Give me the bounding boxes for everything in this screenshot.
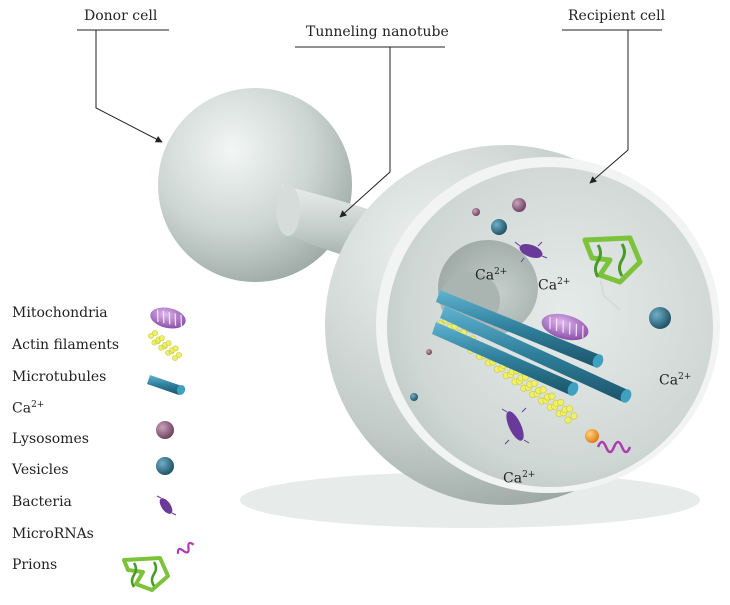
mitochondria-crista: [162, 310, 165, 324]
bacterium: [514, 241, 548, 263]
recipient-callout-arrow: [589, 30, 629, 184]
nanotube-callout-arrow: [339, 47, 391, 218]
actin-bead: [152, 330, 158, 336]
mitochondria-crista: [180, 314, 183, 328]
calcium-label: Ca2+: [659, 372, 692, 389]
calcium-label: Ca2+: [538, 277, 571, 294]
actin-bead: [158, 335, 165, 342]
actin-bead: [570, 412, 578, 420]
donor-callout-arrow: [95, 30, 163, 143]
mitochondria-crista: [562, 320, 564, 333]
legend-label-microtubules: Microtubules: [12, 369, 107, 385]
lysosome: [512, 198, 526, 212]
mitochondria-crista: [156, 309, 159, 323]
vesicle: [410, 393, 418, 401]
microtubule-icon: [147, 375, 186, 395]
prion-icon: [122, 556, 170, 592]
actin-bead: [172, 355, 178, 361]
recipient-cell-label: Recipient cell: [568, 8, 666, 24]
actin-bead: [172, 345, 179, 352]
mitochondria-crista: [555, 318, 558, 331]
mitochondria-crista: [582, 325, 584, 338]
actin-bead: [148, 333, 154, 339]
microrna: [596, 440, 632, 454]
nanotube-end: [276, 184, 300, 236]
legend-label-lysosomes: Lysosomes: [12, 431, 89, 447]
actin-bead: [165, 340, 172, 347]
donor-cell: [158, 88, 352, 282]
legend-label-micrornas: MicroRNAs: [12, 526, 94, 542]
mitochondria: [541, 313, 589, 341]
donor-cell-label: Donor cell: [84, 8, 158, 24]
bacterium: [501, 407, 530, 445]
legend-label-actin-filaments: Actin filaments: [12, 337, 120, 353]
vesicle: [491, 219, 507, 235]
calcium-label: Ca2+: [503, 470, 536, 487]
vesicle-icon: [156, 457, 174, 475]
actin-filaments-icon: [148, 330, 182, 361]
legend-label-vesicles: Vesicles: [12, 462, 69, 478]
actin-bead: [564, 416, 572, 424]
mitochondria-icon: [150, 307, 186, 329]
actin-bead: [176, 352, 182, 358]
mitochondria-crista: [549, 316, 551, 330]
legend-label-bacteria: Bacteria: [12, 494, 72, 510]
prion: [582, 235, 643, 311]
actin-bead: [548, 392, 556, 400]
actin-bead: [539, 386, 547, 394]
mitochondria-crista: [575, 323, 578, 337]
calcium-label: Ca2+: [475, 267, 508, 284]
microrna-icon: [176, 541, 195, 554]
actin-bead: [557, 398, 565, 406]
actin-bead: [530, 379, 538, 387]
legend-label-mitochondria: Mitochondria: [12, 305, 108, 321]
tunneling-nanotube-label: Tunneling nanotube: [306, 24, 449, 40]
lysosome: [472, 208, 480, 216]
mitochondria-crista: [569, 322, 571, 335]
vesicle: [649, 307, 671, 329]
legend-label-calcium: Ca2+: [12, 400, 45, 417]
legend-label-prions: Prions: [12, 557, 58, 573]
mitochondria-crista: [174, 313, 177, 326]
lysosome-icon: [156, 421, 174, 439]
actin-bead: [566, 405, 574, 413]
calcium-ion: [585, 429, 599, 443]
mitochondria-crista: [168, 312, 171, 325]
microtubules: [432, 290, 632, 403]
bacteria-icon: [156, 495, 177, 516]
lysosome: [426, 349, 432, 355]
